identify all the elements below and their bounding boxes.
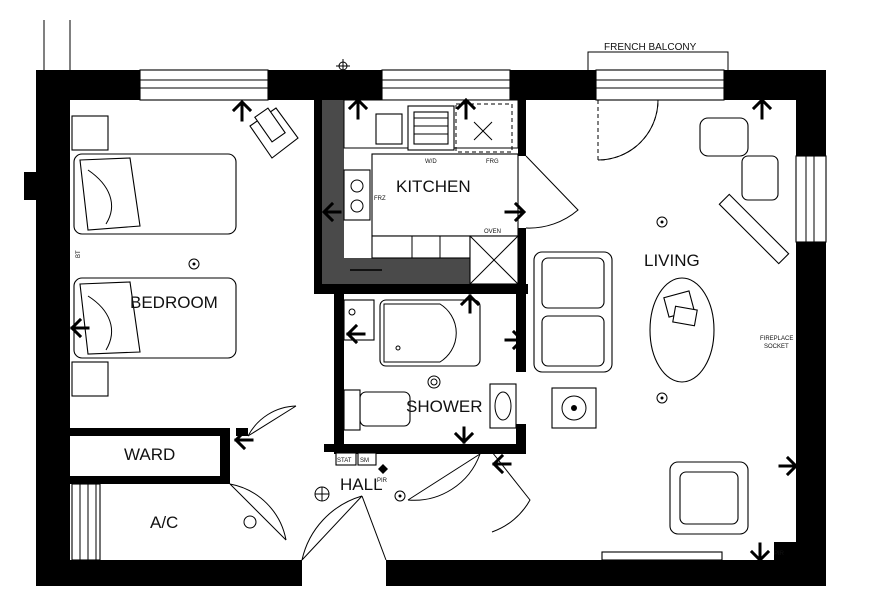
windows — [43, 20, 827, 243]
wd-label: W/D — [425, 159, 437, 165]
hall-label: HALL — [340, 475, 383, 494]
living-room: LIVING FIREPLACE SOCKET PIR FRENCH BALCO… — [533, 42, 793, 561]
stat-label: STAT — [337, 458, 352, 464]
socket-label: SOCKET — [764, 344, 789, 350]
hall: STAT SM HALL PIR — [247, 405, 531, 561]
shower-room: SHOWER — [343, 299, 517, 501]
ward-ac: WARD A/C — [71, 445, 287, 561]
sm-label: SM — [360, 458, 369, 464]
internal-walls — [70, 100, 528, 484]
pir-living-label: PIR — [774, 551, 785, 557]
shower-label: SHOWER — [406, 397, 483, 416]
kitchen-label: KITCHEN — [396, 177, 471, 196]
fireplace-label: FIREPLACE — [760, 336, 793, 342]
pir-hall-label: PIR — [377, 478, 388, 484]
bedroom: BEDROOM BT — [71, 107, 299, 397]
kitchen: KITCHEN W/D FRG FRZ OVEN — [322, 99, 579, 285]
french-balcony-label: FRENCH BALCONY — [604, 42, 697, 53]
bt-label: BT — [76, 250, 82, 258]
bedroom-label: BEDROOM — [130, 293, 218, 312]
ac-label: A/C — [150, 513, 178, 532]
living-label: LIVING — [644, 251, 700, 270]
outer-walls — [24, 70, 826, 586]
ward-label: WARD — [124, 445, 175, 464]
oven-label: OVEN — [484, 229, 501, 235]
frz-label: FRZ — [374, 196, 386, 202]
frg-label: FRG — [486, 159, 499, 165]
arrows — [69, 97, 799, 563]
